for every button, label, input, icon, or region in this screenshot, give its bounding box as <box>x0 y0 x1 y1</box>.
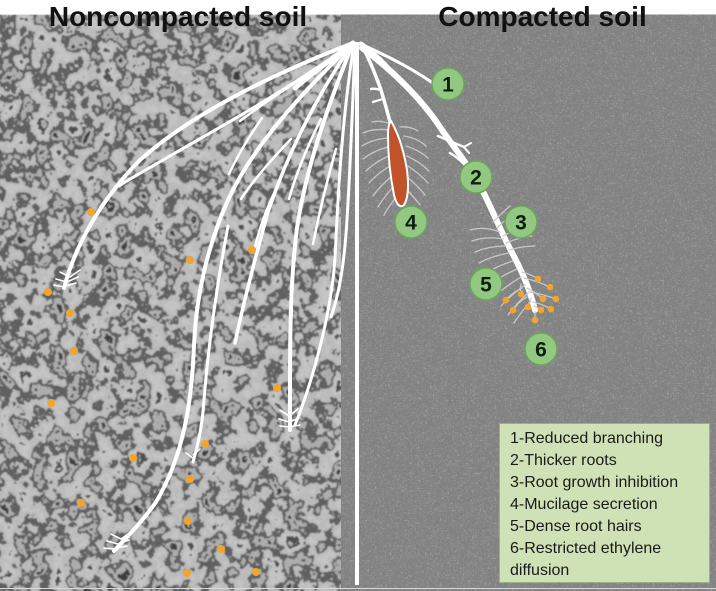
marker-6: 6 <box>524 332 558 366</box>
exudate-dots-left <box>44 208 281 577</box>
marker-number: 1 <box>442 74 454 97</box>
title-compacted: Compacted soil <box>438 1 647 32</box>
marker-number: 5 <box>480 274 492 297</box>
panel-divider <box>355 42 359 585</box>
root-tip-hairs <box>278 408 301 428</box>
left-root-system <box>53 40 357 553</box>
marker-number: 6 <box>535 339 547 362</box>
marker-number: 3 <box>515 212 527 235</box>
left-soil-panel <box>0 42 355 585</box>
root-tip-hairs <box>53 269 81 288</box>
legend-item: 5-Dense root hairs <box>510 518 642 536</box>
marker-number: 2 <box>470 167 482 190</box>
marker-1: 1 <box>431 67 465 101</box>
marker-3: 3 <box>504 205 538 239</box>
marker-4: 4 <box>394 205 428 239</box>
mucilage-root-tip <box>386 119 409 208</box>
title-noncompacted: Noncompacted soil <box>48 1 308 32</box>
bottom-hairline <box>0 588 716 589</box>
marker-5: 5 <box>469 267 503 301</box>
exudate-dots-right <box>502 275 560 324</box>
legend-item: 2-Thicker roots <box>510 452 617 470</box>
marker-circle <box>459 160 493 194</box>
legend-item: 3-Root growth inhibition <box>510 474 679 492</box>
legend-item: 1-Reduced branching <box>510 430 663 447</box>
root-tip-hairs <box>103 531 132 550</box>
marker-circle <box>394 205 428 239</box>
marker-circle <box>524 332 558 366</box>
marker-2: 2 <box>459 160 493 194</box>
marker-circle <box>431 67 465 101</box>
marker-circle <box>469 267 503 301</box>
legend-box: 1-Reduced branching 2-Thicker roots 3-Ro… <box>499 423 710 583</box>
root-tip-hairs <box>185 448 201 459</box>
legend-item: 6-Restricted ethylene diffusion <box>510 540 662 580</box>
marker-circle <box>504 205 538 239</box>
legend-item: 4-Mucilage secretion <box>510 496 658 514</box>
marker-number: 4 <box>405 212 417 235</box>
